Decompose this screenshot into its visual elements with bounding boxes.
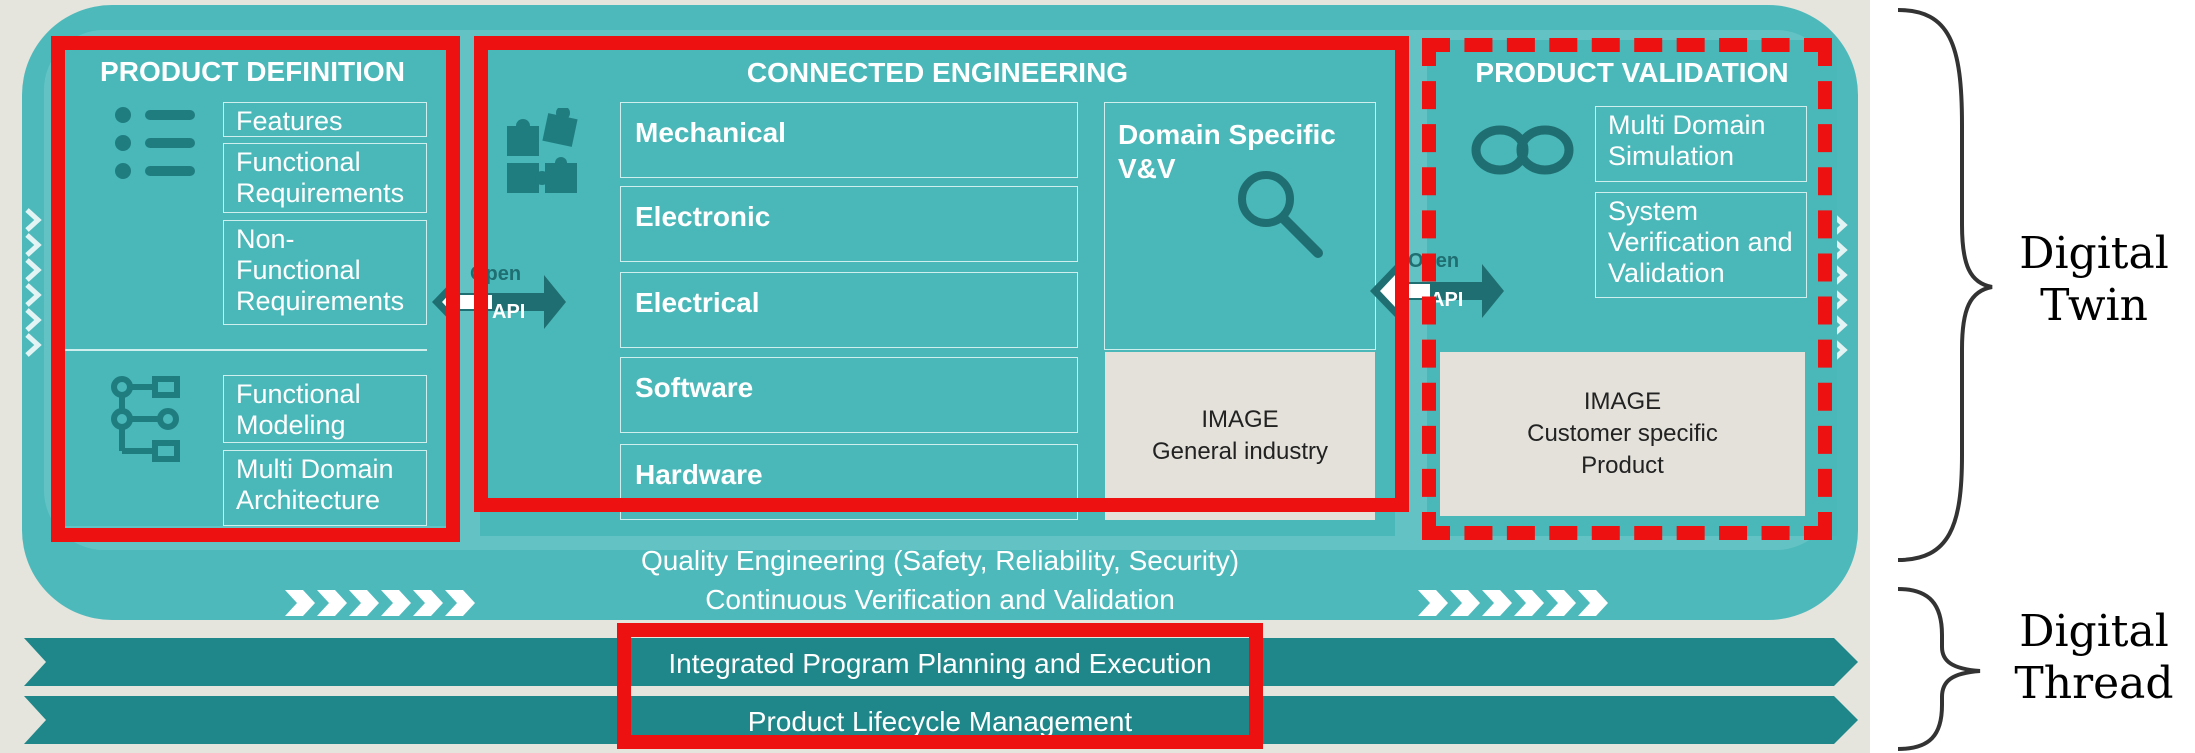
modeling-box-multi-domain-architecture: Multi Domain Architecture	[223, 450, 427, 526]
domain-box-electrical: Electrical	[620, 272, 1078, 348]
list-icon	[115, 107, 195, 179]
image-label: IMAGE	[1583, 388, 1662, 415]
product-validation-title: PRODUCT VALIDATION	[1475, 57, 1789, 88]
highlight-product-validation	[1422, 38, 1832, 540]
chevrons-left-band-icon	[285, 590, 475, 616]
open-api-api-label: API	[492, 301, 526, 323]
digital-thread-label-line-2: Thread	[2014, 658, 2174, 709]
thread-row-plm: Product Lifecycle Management	[747, 706, 1133, 737]
validation-box-multi-domain-simulation: Multi Domain Simulation	[1595, 106, 1807, 182]
image-label: IMAGE	[1201, 406, 1279, 433]
digital-thread-label-line-1: Digital	[2019, 606, 2169, 657]
modeling-box-functional-modeling: Functional Modeling	[223, 375, 427, 443]
open-api-api-label: API	[1430, 289, 1464, 311]
highlight-digital-thread	[617, 623, 1263, 749]
continuous-vv-band: Continuous Verification and Validation	[705, 584, 1175, 615]
image-placeholder-customer-product: IMAGE Customer specific Product	[1440, 352, 1805, 516]
domain-box-software: Software	[620, 357, 1078, 433]
product-definition-title: PRODUCT DEFINITION	[100, 56, 405, 87]
digital-twin-label-line-1: Digital	[2019, 228, 2169, 279]
panel-divider	[65, 349, 427, 351]
image-placeholder-general-industry: IMAGE General industry	[1105, 352, 1375, 520]
digital-twin-label-line-2: Twin	[2040, 280, 2148, 331]
puzzle-icon	[507, 108, 578, 193]
digital-twin-label: Digital Twin	[2004, 228, 2184, 332]
digital-thread-brace-icon	[1897, 587, 1981, 751]
domain-vv-title: Domain Specific V&V	[1118, 119, 1336, 184]
digital-thread-ribbons	[24, 638, 1858, 744]
flow-diagram-icon	[111, 376, 180, 462]
connected-engineering-title: CONNECTED ENGINEERING	[746, 57, 1129, 88]
domain-box-electronic: Electronic	[620, 186, 1078, 262]
chevrons-right-band-icon	[1418, 590, 1608, 616]
thread-row-program-planning: Integrated Program Planning and Executio…	[668, 648, 1212, 679]
digital-thread-label: Digital Thread	[2004, 606, 2184, 710]
feature-box-non-functional-requirements: Non-Functional Requirements	[223, 220, 427, 325]
feature-box-features: Features	[223, 102, 427, 137]
highlight-connected-engineering	[474, 36, 1409, 512]
magnifier-icon	[1238, 171, 1323, 258]
image-caption: General industry	[1151, 438, 1329, 465]
domain-box-hardware: Hardware	[620, 444, 1078, 520]
feature-box-functional-requirements: Functional Requirements	[223, 143, 427, 213]
domain-vv-box	[1104, 102, 1376, 350]
validation-box-system-vv: System Verification and Validation	[1595, 192, 1807, 298]
highlight-product-definition	[51, 36, 460, 542]
quality-engineering-band: Quality Engineering (Safety, Reliability…	[640, 545, 1240, 576]
domain-box-mechanical: Mechanical	[620, 102, 1078, 178]
digital-twin-brace-icon	[1897, 8, 1993, 562]
link-icon	[1471, 125, 1574, 175]
image-caption: Customer specific Product	[1527, 420, 1718, 479]
left-chevrons-icon	[25, 208, 42, 357]
